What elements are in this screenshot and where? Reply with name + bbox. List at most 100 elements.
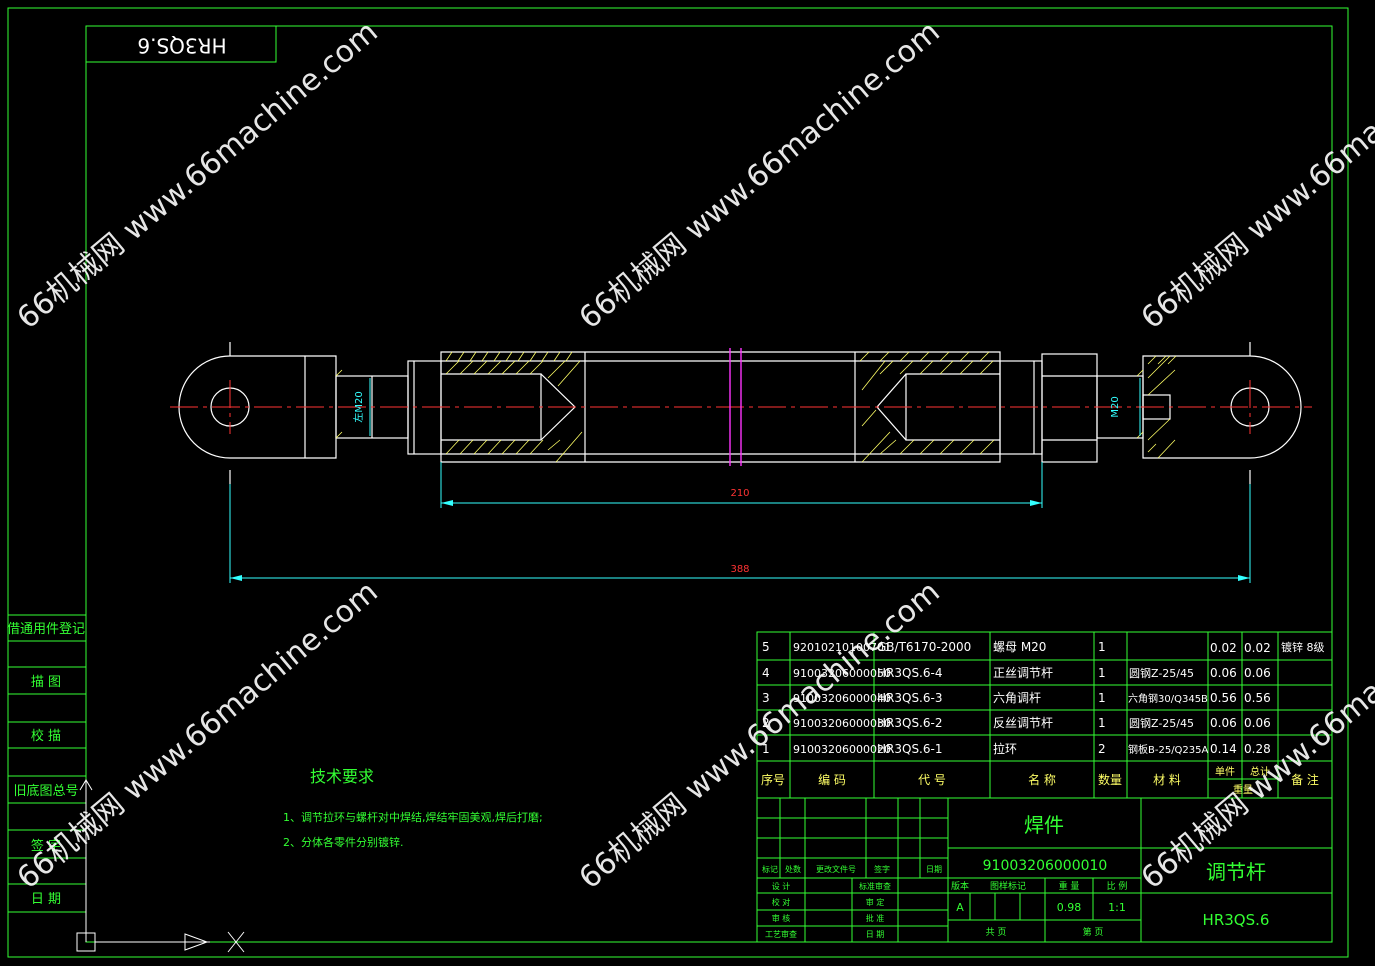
watermark-text: 66机械网 www.66machine.com [1135, 14, 1375, 336]
bom-cell-ref: HR3QS.6-2 [877, 716, 942, 730]
side-label-1: 描 图 [31, 675, 61, 690]
weight-value: 0.98 [1057, 901, 1082, 914]
bom-cell-material: 圆钢Z-25/45 [1129, 717, 1194, 730]
revision-labels: 标记 处数 更改文件号 签字 日期 [762, 864, 942, 874]
bom-header-code: 编 码 [818, 772, 846, 787]
bom-cell-note: 镀锌 8级 [1281, 640, 1325, 654]
bom-cell-name: 螺母 M20 [993, 640, 1046, 654]
stage-value: A [956, 901, 964, 914]
bom-cell-unit-weight: 0.02 [1210, 641, 1237, 655]
revision-label-count: 处数 [785, 864, 801, 874]
bom-cell-qty: 2 [1098, 742, 1106, 756]
side-label-5: 日 期 [31, 892, 61, 907]
bom-cell-unit-weight: 0.06 [1210, 666, 1237, 680]
bom-cell-qty: 1 [1098, 716, 1106, 730]
stage-labels: 版本 图样标记 重 量 比 例 [951, 880, 1127, 892]
part-geometry [178, 342, 1302, 484]
bom-cell-code: 91003206000050 [793, 667, 891, 680]
bom-cell-unit-weight: 0.14 [1210, 742, 1237, 756]
title-drawing-number: HR3QS.6 [1203, 911, 1270, 929]
side-label-3: 旧底图总号 [13, 783, 78, 799]
bom-cell-no: 2 [762, 716, 770, 730]
bom-row-5: 5 92010210100701 GB/T6170-2000 螺母 M20 1 … [762, 640, 1325, 655]
ucs-axis-icon [76, 779, 245, 953]
bom-cell-total-weight: 0.28 [1244, 742, 1271, 756]
tech-requirement-2: 2、分体各零件分别镀锌. [283, 835, 404, 849]
sign-label-review: 审 核 [772, 913, 791, 923]
bom-cell-no: 3 [762, 691, 770, 705]
bom-row-1: 1 91003206000020 HR3QS.6-1 拉环 2 钢板B-25/Q… [762, 741, 1271, 756]
bom-cell-qty: 1 [1098, 666, 1106, 680]
bom-cell-total-weight: 0.56 [1244, 691, 1271, 705]
dimension-arrows [230, 500, 1250, 581]
title-part-name: 调节杆 [1206, 860, 1266, 884]
bom-header-row: 序号 编 码 代 号 名 称 数量 材 料 单件 总计 重量 备 注 [761, 765, 1319, 796]
bom-cell-unit-weight: 0.06 [1210, 716, 1237, 730]
bom-cell-name: 拉环 [993, 741, 1017, 756]
sheet-number: 第 页 [1083, 926, 1104, 938]
bom-row-4: 4 91003206000050 HR3QS.6-4 正丝调节杆 1 圆钢Z-2… [762, 666, 1271, 680]
bom-header-material: 材 料 [1153, 773, 1181, 787]
dimension-lines [229, 378, 1251, 583]
bom-header-ref: 代 号 [918, 773, 946, 787]
revision-label-sign: 签字 [874, 864, 890, 874]
bom-row-3: 3 91003206000040 HR3QS.6-3 六角调杆 1 六角钢30/… [762, 691, 1271, 705]
bom-header-qty: 数量 [1098, 772, 1122, 787]
bom-cell-ref: HR3QS.6-4 [877, 666, 942, 680]
bom-cell-code: 92010210100701 [793, 641, 891, 654]
bom-cell-no: 5 [762, 640, 770, 654]
stage-label-version: 版本 [951, 880, 969, 892]
dimension-total-length: 388 [730, 564, 749, 575]
mirrored-drawing-number: HR3QS.6 [137, 34, 226, 58]
side-block-grid [7, 614, 87, 913]
bom-cell-ref: HR3QS.6-1 [877, 742, 942, 756]
title-block-grid [756, 797, 1333, 943]
title-part-code: 91003206000010 [983, 858, 1108, 874]
bom-cell-qty: 1 [1098, 691, 1106, 705]
bom-cell-unit-weight: 0.56 [1210, 691, 1237, 705]
bom-header-no: 序号 [761, 772, 785, 787]
scale-value: 1:1 [1108, 901, 1126, 914]
watermark-text: 66机械网 www.66machine.com [11, 14, 385, 336]
revision-label-file: 更改文件号 [816, 864, 856, 874]
drawing-frame [7, 7, 1349, 958]
bom-cell-material: 钢板B-25/Q235A [1128, 743, 1209, 756]
stage-label-weight: 重 量 [1059, 880, 1080, 892]
tech-requirement-1: 1、调节拉环与螺杆对中焊结,焊结牢固美观,焊后打磨; [283, 810, 543, 824]
thread-right-label: M20 [1110, 396, 1121, 417]
bom-cell-name: 正丝调节杆 [993, 666, 1053, 680]
bom-header-weight: 重量 [1233, 783, 1253, 796]
title-category: 焊件 [1024, 813, 1064, 837]
bom-header-total: 总计 [1250, 765, 1270, 778]
break-lines [729, 348, 742, 466]
watermark-text: 66机械网 www.66machine.com [573, 14, 947, 336]
bom-cell-no: 4 [762, 666, 770, 680]
bom-cell-total-weight: 0.06 [1244, 716, 1271, 730]
sheets-total: 共 页 [986, 927, 1007, 938]
side-label-0: 借通用件登记 [7, 622, 85, 637]
watermark-layer: 66机械网 www.66machine.com 66机械网 www.66mach… [11, 14, 1375, 896]
bom-cell-material: 六角钢30/Q345B [1128, 692, 1208, 705]
bom-cell-qty: 1 [1098, 640, 1106, 654]
bom-cell-name: 六角调杆 [993, 691, 1041, 705]
sign-label-design: 设 计 [772, 881, 791, 891]
revision-label-mark: 标记 [762, 864, 778, 874]
dimension-inner-length: 210 [730, 488, 749, 499]
bom-cell-code: 91003206000020 [793, 743, 891, 756]
stage-label-scale: 比 例 [1107, 880, 1128, 892]
sign-label-process: 工艺审查 [765, 929, 797, 939]
bom-cell-total-weight: 0.06 [1244, 666, 1271, 680]
thread-left-label: 左M20 [352, 391, 365, 422]
tech-requirements-title: 技术要求 [310, 767, 374, 786]
bom-cell-name: 反丝调节杆 [993, 716, 1053, 730]
side-label-4: 签 字 [31, 838, 61, 854]
side-label-2: 校 描 [31, 728, 61, 744]
bom-cell-material: 圆钢Z-25/45 [1129, 667, 1194, 680]
revision-label-date: 日期 [926, 865, 942, 874]
signature-labels: 设 计 校 对 审 核 工艺审查 标准审查 审 定 批 准 日 期 [765, 881, 891, 939]
sign-label-approve-check: 审 定 [866, 897, 885, 907]
sign-label-standard: 标准审查 [859, 881, 891, 891]
bom-header-unit: 单件 [1215, 766, 1235, 778]
bom-cell-total-weight: 0.02 [1244, 641, 1271, 655]
